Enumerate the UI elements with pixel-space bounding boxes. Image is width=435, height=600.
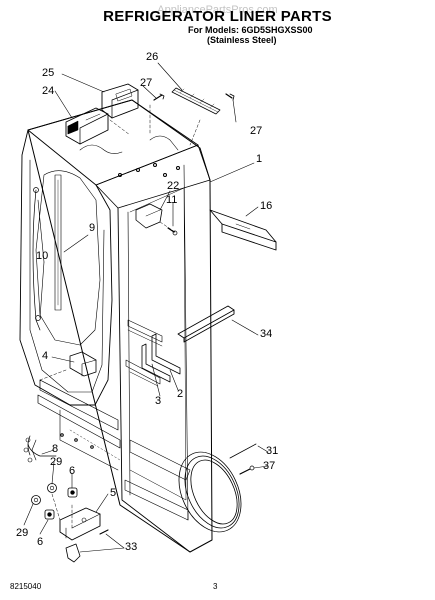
assembly-dash-lines	[39, 104, 201, 531]
model-info: For Models: 6GD5SHGXSS00 (Stainless Stee…	[188, 25, 313, 45]
callout-37: 37	[263, 460, 276, 472]
callout-25: 25	[42, 67, 55, 79]
callout-27-right: 27	[250, 125, 263, 137]
callout-22: 22	[167, 180, 180, 192]
callout-31: 31	[266, 445, 279, 457]
part-29-nut-upper	[47, 483, 57, 493]
document-number: 8215040	[10, 582, 42, 591]
callout-6-lower: 6	[37, 536, 44, 548]
callout-5: 5	[110, 487, 117, 499]
callout-33: 33	[125, 541, 138, 553]
part-26-strip	[171, 87, 221, 115]
callout-8: 8	[52, 443, 59, 455]
part-5-bracket	[59, 507, 101, 541]
watermark-text: AppliancePartsPros.com	[157, 4, 278, 16]
model-finish: (Stainless Steel)	[207, 35, 277, 45]
part-37-fitting	[239, 465, 255, 475]
screw-27-right	[225, 93, 235, 101]
screw-11	[167, 227, 178, 236]
screw-27-upper	[153, 93, 165, 101]
callout-34: 34	[260, 328, 273, 340]
liner-body	[19, 99, 213, 553]
callout-29-lower: 29	[16, 527, 29, 539]
part-25-bracket	[101, 83, 139, 119]
part-34-bar	[177, 305, 235, 343]
part-3-hinge	[141, 343, 171, 383]
callout-29-upper: 29	[50, 456, 63, 468]
part-33-screw	[99, 529, 109, 535]
callout-24: 24	[42, 85, 55, 97]
part-4-bracket	[69, 351, 97, 377]
callout-9: 9	[89, 222, 96, 234]
part-6-grommet-lower	[44, 509, 55, 520]
callout-1: 1	[256, 153, 263, 165]
callout-10: 10	[36, 250, 49, 262]
part-29-nut-lower	[31, 495, 41, 505]
callout-3: 3	[155, 395, 162, 407]
callout-26: 26	[146, 51, 159, 63]
callout-6-upper: 6	[69, 465, 76, 477]
callout-4: 4	[42, 350, 49, 362]
part-10-wire	[32, 187, 41, 331]
part-2-hinge	[151, 333, 181, 375]
page-number: 3	[213, 582, 218, 591]
part-33-shim	[65, 543, 81, 563]
diagram-title: REFRIGERATOR LINER PARTS	[103, 8, 332, 25]
callout-11: 11	[166, 194, 178, 206]
leader-lines	[23, 62, 269, 553]
callout-2: 2	[177, 388, 184, 400]
part-31-tubing-coil	[178, 443, 257, 533]
part-8-harness	[23, 435, 57, 463]
part-24-housing	[65, 107, 109, 145]
part-6-grommet-upper	[67, 487, 78, 498]
part-16-angle-bracket	[209, 209, 277, 251]
callout-16: 16	[260, 200, 273, 212]
model-number: For Models: 6GD5SHGXSS00	[188, 25, 313, 35]
callout-27-upper: 27	[140, 77, 153, 89]
